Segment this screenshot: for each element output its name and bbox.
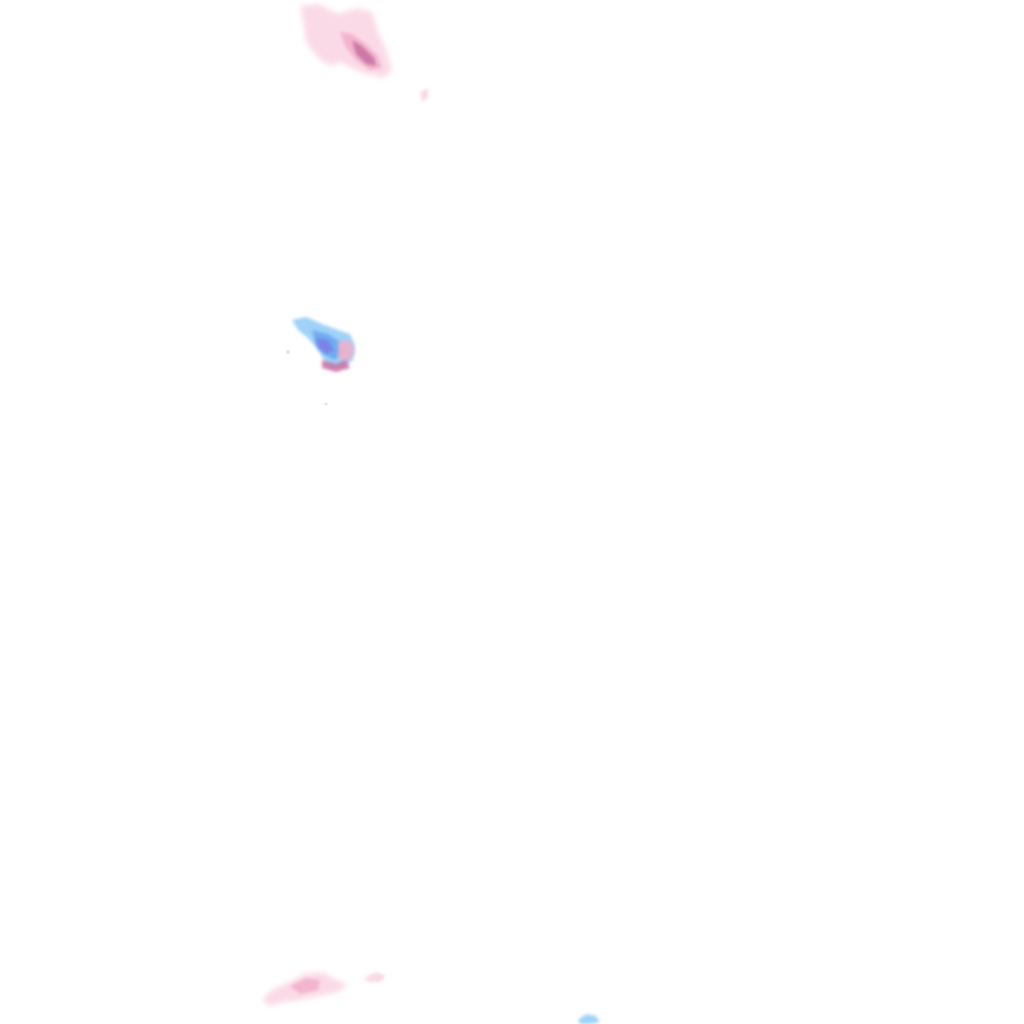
precipitation-cell-rain-south — [262, 972, 386, 1006]
precipitation-cell-rain-north — [300, 4, 428, 102]
precipitation-cell-mixed-central — [286, 317, 355, 406]
precipitation-cell-snow-southeast — [578, 1014, 600, 1024]
